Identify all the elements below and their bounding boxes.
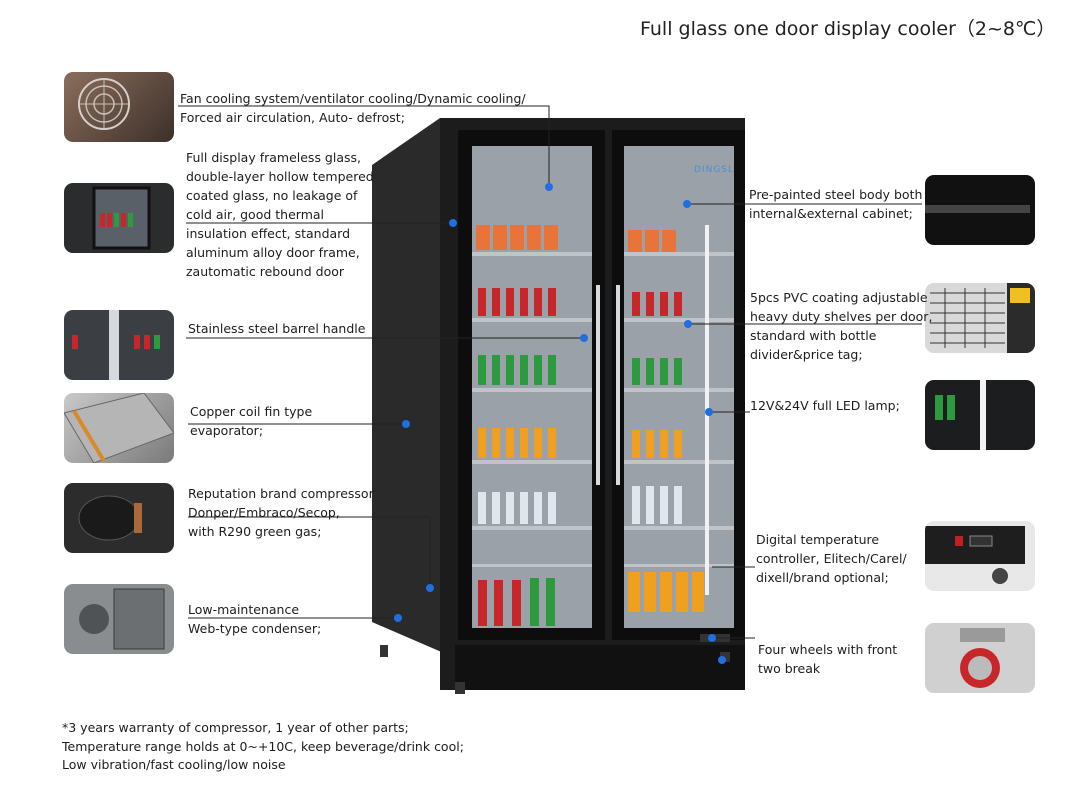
callout-dot: [449, 219, 457, 227]
wheel-photo: [925, 623, 1035, 693]
condenser-photo: [64, 584, 174, 654]
callout-dot: [683, 200, 691, 208]
fan-icon: [78, 78, 130, 130]
page-title: Full glass one door display cooler（2~8℃）: [640, 18, 1056, 40]
glass-door-photo: [64, 183, 174, 253]
performance-note: Low vibration/fast cooling/low noise: [62, 757, 286, 772]
steel-body-photo: [925, 175, 1035, 245]
handle-photo: [64, 310, 174, 380]
feature-glass-door: Full display frameless glass,double-laye…: [186, 150, 374, 279]
led-lamp-photo: [925, 380, 1035, 450]
callout-dot: [394, 614, 402, 622]
fan-photo: [64, 72, 174, 142]
feature-fan-cooling: Fan cooling system/ventilator cooling/Dy…: [180, 91, 526, 125]
callout-dot: [718, 656, 726, 664]
brand-mark: DINGSL: [694, 165, 735, 175]
evaporator-photo: [64, 393, 174, 463]
callout-dot: [402, 420, 410, 428]
compressor-photo: [64, 483, 174, 553]
shelf-photo: [925, 283, 1035, 353]
callout-dot: [580, 334, 588, 342]
callout-dot: [426, 584, 434, 592]
wheel-icon: [960, 628, 1005, 688]
callout-dot: [545, 183, 553, 191]
warranty-note: *3 years warranty of compressor, 1 year …: [62, 720, 409, 735]
feature-led-lamp: 12V&24V full LED lamp;: [750, 398, 900, 413]
callout-dot: [705, 408, 713, 416]
feature-handle: Stainless steel barrel handle: [188, 321, 366, 336]
callout-dot: [684, 320, 692, 328]
temperature-note: Temperature range holds at 0~+10C, keep …: [62, 739, 464, 754]
callout-dot: [708, 634, 716, 642]
controller-photo: [925, 521, 1035, 591]
